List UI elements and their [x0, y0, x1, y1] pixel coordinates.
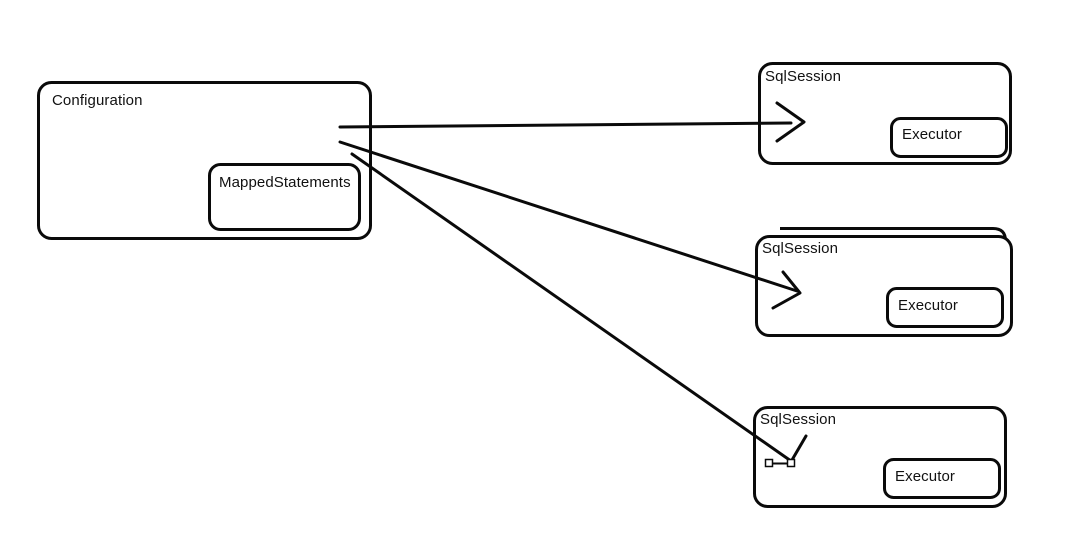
arrow-3-head-wing[interactable] — [790, 434, 808, 462]
executor-box-3[interactable] — [883, 458, 1001, 499]
selection-handle-start[interactable] — [764, 458, 774, 468]
arrow-1-shaft[interactable] — [338, 121, 793, 129]
executor-label-3: Executor — [895, 468, 955, 485]
arrow-2-head[interactable] — [771, 270, 802, 310]
sqlsession-label-2: SqlSession — [762, 240, 839, 257]
arrow-3-shaft[interactable] — [350, 152, 793, 463]
executor-box-2[interactable] — [886, 287, 1004, 328]
executor-label-2: Executor — [898, 297, 958, 314]
mappedstatements-box[interactable] — [208, 163, 361, 231]
sqlsession-label-1: SqlSession — [765, 68, 842, 85]
executor-box-1[interactable] — [890, 117, 1008, 158]
selection-handle-end[interactable] — [786, 458, 796, 468]
configuration-label: Configuration — [52, 92, 143, 109]
arrow-1-head[interactable] — [775, 101, 806, 143]
executor-label-1: Executor — [902, 126, 962, 143]
arrow-2-shaft[interactable] — [338, 140, 799, 293]
sqlsession-label-3: SqlSession — [760, 411, 837, 428]
mappedstatements-label: MappedStatements — [219, 174, 351, 191]
